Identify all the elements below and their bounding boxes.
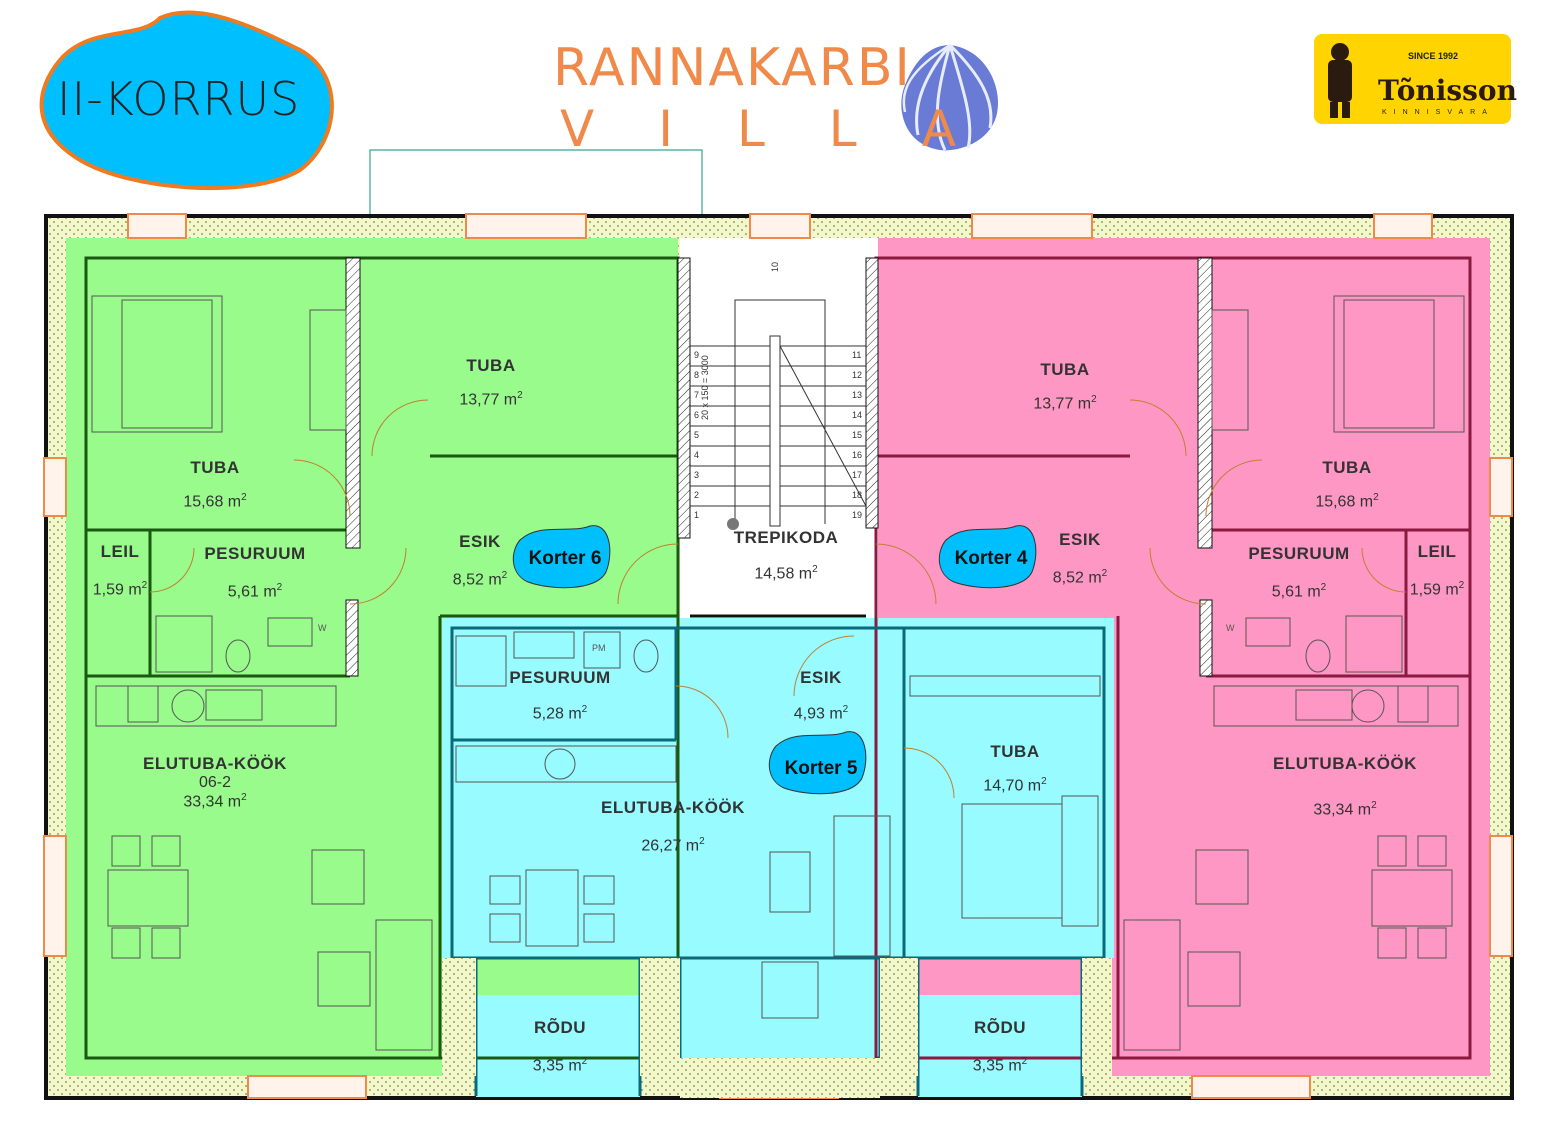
unit-5-lower-area <box>680 958 880 1058</box>
room-label-u6-tuba-small: TUBA 13,77 m2 <box>459 356 523 409</box>
room-label-u5-esik: ESIK 4,93 m2 <box>793 668 849 723</box>
unit-badge-6-shape <box>512 525 611 589</box>
room-label-u6-leil: LEIL 1,59 m2 <box>92 542 148 599</box>
room-label-u6-esik: ESIK 8,52 m2 <box>452 532 508 589</box>
stair-top-step: 10 <box>770 261 781 273</box>
stair-step-number: 5 <box>694 430 700 440</box>
unit-badge-6: Korter 6 <box>528 548 602 569</box>
room-label-u6-tuba-big: TUBA 15,68 m2 <box>183 458 247 511</box>
unit-4-lower-area <box>1112 628 1490 1076</box>
room-label-rodu-right: RÕDU 3,35 m2 <box>972 1018 1028 1075</box>
logo-subtitle: KINNISVARA <box>1382 109 1494 116</box>
unit-badge-4: Korter 4 <box>954 548 1028 569</box>
washer-label-u6: W <box>318 623 327 633</box>
unit-badge-5: Korter 5 <box>784 758 858 779</box>
logo-name: Tõnisson <box>1378 74 1517 107</box>
room-label-u4-pesuruum: PESURUUM 5,61 m2 <box>1248 544 1350 601</box>
stair-step-number: 6 <box>694 410 700 420</box>
room-label-u5-elutuba: ELUTUBA-KÖÖK 26,27 m2 <box>601 798 745 855</box>
room-label-u5-tuba: TUBA 14,70 m2 <box>983 742 1047 795</box>
pm-label-u5: PM <box>592 643 606 653</box>
shell-icon <box>901 43 998 151</box>
room-label-u4-tuba-big: TUBA 15,68 m2 <box>1315 458 1379 511</box>
unit-5-area <box>442 618 1114 958</box>
stair-step-number: 7 <box>694 390 700 400</box>
stair-step-number: 2 <box>694 490 700 500</box>
stair-step-number: 18 <box>852 490 863 500</box>
stair-step-number: 8 <box>694 370 700 380</box>
logo-background <box>1314 34 1511 124</box>
unit-badge-4-shape <box>938 525 1037 589</box>
unit-badge-5-shape <box>768 731 867 795</box>
brand-name-line-2: VILLA <box>560 100 1021 158</box>
stair-step-number: 16 <box>852 450 863 460</box>
stair-steps <box>690 299 867 527</box>
floor-title-blob <box>39 10 334 191</box>
stair-step-number: 9 <box>694 350 700 360</box>
stair-step-number: 1 <box>694 510 700 520</box>
room-label-u4-elutuba: ELUTUBA-KÖÖK 33,34 m2 <box>1273 754 1417 819</box>
staircase-area <box>680 238 878 630</box>
stair-start-marker <box>727 518 739 530</box>
washer-label-u4: W <box>1226 623 1235 633</box>
room-label-u4-tuba-small: TUBA 13,77 m2 <box>1033 360 1097 413</box>
stair-spec: 20 x 150 = 3000 <box>700 355 710 420</box>
room-label-u4-leil: LEIL 1,59 m2 <box>1409 542 1465 599</box>
stair-step-number: 4 <box>694 450 700 460</box>
balcony-right-area <box>918 995 1082 1097</box>
balcony-left-area <box>476 995 640 1097</box>
room-label-u4-esik: ESIK 8,52 m2 <box>1052 530 1108 587</box>
floor-title: II-KORRUS <box>57 72 301 126</box>
stair-step-number: 12 <box>852 370 863 380</box>
header-connector-line <box>369 149 703 214</box>
room-label-rodu-left: RÕDU 3,35 m2 <box>532 1018 588 1075</box>
stair-step-number: 13 <box>852 390 863 400</box>
stair-step-number: 19 <box>852 510 863 520</box>
stair-step-number: 14 <box>852 410 863 420</box>
stair-step-number: 11 <box>852 350 862 360</box>
room-label-u6-elutuba: ELUTUBA-KÖÖK 06-2 33,34 m2 <box>143 754 287 811</box>
logo-since: SINCE 1992 <box>1408 51 1459 61</box>
room-label-u5-pesuruum: PESURUUM 5,28 m2 <box>509 668 611 723</box>
stair-step-number: 15 <box>852 430 863 440</box>
room-label-trepikoda: TREPIKODA 14,58 m2 <box>733 528 839 583</box>
brand-name-line-1: RANNAKARBI <box>553 38 912 98</box>
stair-step-number: 17 <box>852 470 863 480</box>
logo-mascot-icon <box>1328 43 1352 118</box>
room-label-u6-pesuruum: PESURUUM 5,61 m2 <box>204 544 306 601</box>
stair-step-number: 3 <box>694 470 700 480</box>
